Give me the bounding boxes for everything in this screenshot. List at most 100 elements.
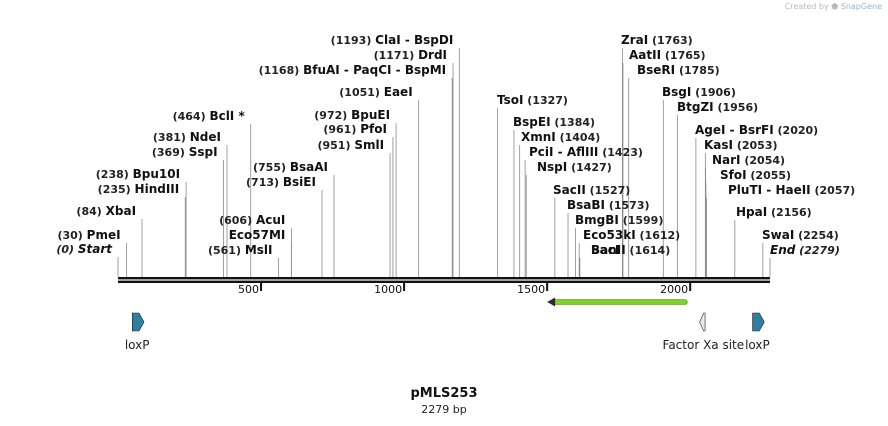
enzyme-ndei[interactable]: (381) NdeI bbox=[153, 130, 221, 144]
enzyme-position: (30) bbox=[57, 229, 86, 242]
enzyme-name: PluTI - HaeII bbox=[728, 183, 811, 197]
enzyme-position: (2054) bbox=[741, 154, 786, 167]
tick-label-500: 500 bbox=[238, 283, 259, 296]
tick-mark-2000 bbox=[689, 283, 692, 291]
enzyme-xbai[interactable]: (84) XbaI bbox=[76, 204, 136, 218]
enzyme-bsiei[interactable]: (713) BsiEI bbox=[246, 175, 316, 189]
enzyme-name: KasI bbox=[704, 138, 733, 152]
enzyme-bseri[interactable]: BseRI (1785) bbox=[637, 63, 720, 77]
enzyme-position: (1614) bbox=[626, 244, 671, 257]
tick-mark-1500 bbox=[546, 283, 549, 291]
enzyme-agei-bsrfi[interactable]: AgeI - BsrFI (2020) bbox=[695, 123, 818, 137]
feature-loxp[interactable]: loxP bbox=[745, 312, 770, 352]
credit-brand: SnapGene bbox=[840, 2, 882, 11]
enzyme-saci[interactable]: SacI bbox=[591, 243, 619, 257]
enzyme-name: AgeI - BsrFI bbox=[695, 123, 774, 137]
enzyme-pfoi[interactable]: (961) PfoI bbox=[323, 122, 387, 136]
feature-label: loxP bbox=[745, 338, 770, 352]
backbone-bottom-strand bbox=[118, 280, 770, 283]
enzyme-position: (561) bbox=[208, 244, 245, 257]
enzyme-bcli[interactable]: (464) BclI * bbox=[173, 109, 246, 123]
enzyme-zrai[interactable]: ZraI (1763) bbox=[621, 33, 693, 47]
enzyme-position: (1404) bbox=[556, 131, 601, 144]
enzyme-sacii[interactable]: SacII (1527) bbox=[553, 183, 630, 197]
enzyme-nspi[interactable]: NspI (1427) bbox=[537, 160, 612, 174]
enzyme-name: HpaI bbox=[736, 205, 767, 219]
feature-factor-xa-site[interactable]: Factor Xa site bbox=[663, 312, 745, 352]
enzyme-bspei[interactable]: BspEI (1384) bbox=[513, 115, 595, 129]
enzyme-bpuei[interactable]: (972) BpuEI bbox=[314, 108, 390, 122]
enzyme-bmgbi[interactable]: BmgBI (1599) bbox=[575, 213, 663, 227]
enzyme-hpai[interactable]: HpaI (2156) bbox=[736, 205, 812, 219]
enzyme-msli[interactable]: (561) MslI bbox=[208, 243, 273, 257]
enzyme-sspi[interactable]: (369) SspI bbox=[152, 145, 218, 159]
enzyme-xmni[interactable]: XmnI (1404) bbox=[521, 130, 600, 144]
enzyme-banii[interactable]: BanII (1614) bbox=[591, 243, 670, 257]
enzyme-eco53ki[interactable]: Eco53kI (1612) bbox=[583, 228, 680, 242]
enzyme-bfuai-paqci-bspmi[interactable]: (1168) BfuAI - PaqCI - BspMI bbox=[259, 63, 447, 77]
enzyme-bsgi[interactable]: BsgI (1906) bbox=[662, 85, 736, 99]
enzyme-clai-bspdi[interactable]: (1193) ClaI - BspDI bbox=[331, 33, 454, 47]
enzyme-name: SwaI bbox=[762, 228, 794, 242]
tick-label-1500: 1500 bbox=[517, 283, 545, 296]
enzyme-name: XmnI bbox=[521, 130, 556, 144]
enzyme-position: (2055) bbox=[747, 169, 792, 182]
enzyme-nari[interactable]: NarI (2054) bbox=[712, 153, 785, 167]
enzyme-pcii-afliii[interactable]: PciI - AflIII (1423) bbox=[529, 145, 643, 159]
enzyme-name: AcuI bbox=[256, 213, 285, 227]
enzyme-smli[interactable]: (951) SmlI bbox=[317, 138, 384, 152]
enzyme-name: BspEI bbox=[513, 115, 551, 129]
enzyme-position: (1193) bbox=[331, 34, 376, 47]
enzyme-drdi[interactable]: (1171) DrdI bbox=[374, 48, 447, 62]
enzyme-name: Eco57MI bbox=[229, 228, 286, 242]
enzyme-position: (951) bbox=[317, 139, 354, 152]
enzyme-position: (2254) bbox=[794, 229, 839, 242]
enzyme-position: (2053) bbox=[733, 139, 778, 152]
enzyme-bpu10i[interactable]: (238) Bpu10I bbox=[96, 167, 180, 181]
enzyme-position: (713) bbox=[246, 176, 283, 189]
enzyme-position: (2156) bbox=[767, 206, 812, 219]
enzyme-position: (1763) bbox=[648, 34, 693, 47]
enzyme-name: EaeI bbox=[384, 85, 413, 99]
enzyme-bsabi[interactable]: BsaBI (1573) bbox=[567, 198, 650, 212]
enzyme-name: Bpu10I bbox=[133, 167, 180, 181]
enzyme-name: AatII bbox=[629, 48, 661, 62]
enzyme-sfoi[interactable]: SfoI (2055) bbox=[720, 168, 791, 182]
enzyme-acui[interactable]: (606) AcuI bbox=[219, 213, 285, 227]
enzyme-btgzi[interactable]: BtgZI (1956) bbox=[677, 100, 758, 114]
enzyme-kasi[interactable]: KasI (2053) bbox=[704, 138, 778, 152]
enzyme-position: (84) bbox=[76, 205, 105, 218]
enzyme-eco57mi[interactable]: Eco57MI bbox=[229, 228, 286, 242]
enzyme-tsoi[interactable]: TsoI (1327) bbox=[497, 93, 568, 107]
enzyme-name: BanII bbox=[591, 243, 626, 257]
snapgene-credit: Created by ⬟ SnapGene bbox=[785, 2, 882, 11]
orf-arrows bbox=[547, 297, 688, 307]
enzyme-position: (369) bbox=[152, 146, 189, 159]
orf-arrow-1[interactable] bbox=[547, 297, 688, 307]
enzyme-position: (1765) bbox=[661, 49, 706, 62]
enzyme-name: SspI bbox=[189, 145, 218, 159]
backbone-top-strand bbox=[118, 277, 770, 280]
feature-arrow-icon bbox=[132, 312, 145, 332]
enzyme-start[interactable]: (0) Start bbox=[56, 242, 113, 256]
enzyme-pluti-haeii[interactable]: PluTI - HaeII (2057) bbox=[728, 183, 855, 197]
enzyme-position: (1956) bbox=[714, 101, 759, 114]
enzyme-name: BtgZI bbox=[677, 100, 714, 114]
enzyme-bsaai[interactable]: (755) BsaAI bbox=[253, 160, 328, 174]
feature-loxp[interactable]: loxP bbox=[125, 312, 150, 352]
enzyme-position: (1785) bbox=[675, 64, 720, 77]
enzyme-name: Start bbox=[78, 242, 113, 256]
enzyme-position: (1527) bbox=[586, 184, 631, 197]
enzyme-pmei[interactable]: (30) PmeI bbox=[57, 228, 120, 242]
enzyme-hindiii[interactable]: (235) HindIII bbox=[98, 182, 180, 196]
enzyme-end[interactable]: End (2279) bbox=[770, 243, 840, 257]
linear-map: (0) Start(30) PmeI (84) XbaI (235) HindIII… bbox=[56, 33, 855, 352]
enzyme-position: (606) bbox=[219, 214, 256, 227]
enzyme-name: PmeI bbox=[87, 228, 121, 242]
enzyme-aatii[interactable]: AatII (1765) bbox=[629, 48, 706, 62]
enzyme-swai[interactable]: SwaI (2254) bbox=[762, 228, 839, 242]
enzyme-eaei[interactable]: (1051) EaeI bbox=[339, 85, 412, 99]
enzyme-name: End bbox=[770, 243, 796, 257]
enzyme-position: (2057) bbox=[811, 184, 856, 197]
tick-label-1000: 1000 bbox=[374, 283, 402, 296]
